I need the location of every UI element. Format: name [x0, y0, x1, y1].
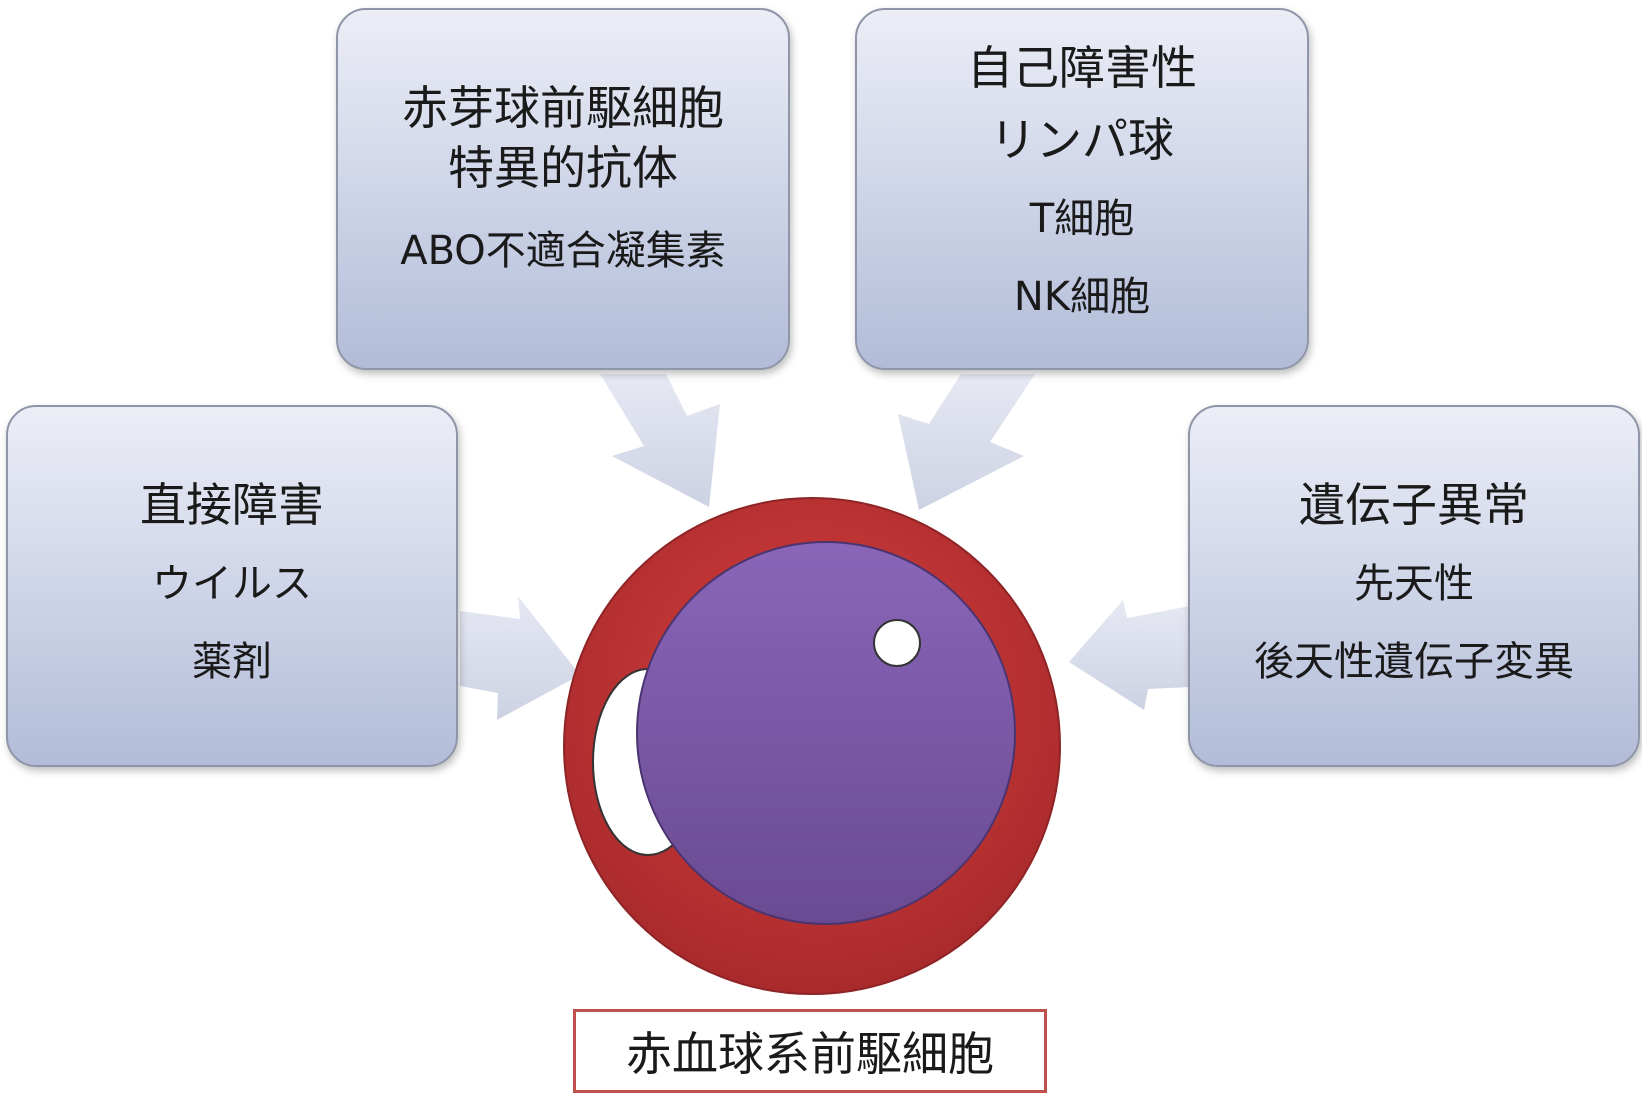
- box-direct-damage-item-1: ウイルス: [152, 561, 312, 607]
- box-direct-damage-content: 直接障害 ウイルス 薬剤: [140, 465, 324, 701]
- arrow-right: [1069, 600, 1190, 710]
- box-antibody-title-1: 赤芽球前駆細胞: [402, 81, 724, 135]
- box-genetic-item-1: 先天性: [1354, 561, 1474, 607]
- cell-label: 赤血球系前駆細胞: [573, 1009, 1047, 1093]
- box-direct-damage: 直接障害 ウイルス 薬剤: [6, 405, 458, 767]
- arrow-top-right: [898, 374, 1035, 510]
- box-genetic-item-2: 後天性遺伝子変異: [1254, 639, 1574, 685]
- box-antibody-content: 赤芽球前駆細胞 特異的抗体 ABO不適合凝集素: [400, 78, 726, 290]
- nucleolus: [873, 619, 921, 667]
- box-genetic: 遺伝子異常 先天性 後天性遺伝子変異: [1188, 405, 1640, 767]
- box-antibody-item: ABO不適合凝集素: [400, 228, 726, 274]
- box-genetic-title: 遺伝子異常: [1299, 478, 1529, 532]
- box-antibody: 赤芽球前駆細胞 特異的抗体 ABO不適合凝集素: [336, 8, 790, 370]
- box-direct-damage-title: 直接障害: [140, 478, 324, 532]
- arrow-top-left: [600, 374, 720, 507]
- box-genetic-content: 遺伝子異常 先天性 後天性遺伝子変異: [1254, 465, 1574, 701]
- arrow-left: [460, 596, 580, 720]
- box-autoimmune-title-2: リンパ球: [990, 113, 1174, 167]
- box-autoimmune-item-1: T細胞: [1029, 196, 1135, 242]
- box-autoimmune: 自己障害性 リンパ球 T細胞 NK細胞: [855, 8, 1309, 370]
- box-autoimmune-title-1: 自己障害性: [967, 41, 1197, 95]
- nucleus: [636, 541, 1016, 925]
- box-autoimmune-item-2: NK細胞: [1013, 274, 1151, 320]
- box-direct-damage-item-2: 薬剤: [192, 639, 272, 685]
- box-autoimmune-content: 自己障害性 リンパ球 T細胞 NK細胞: [967, 36, 1197, 336]
- box-antibody-title-2: 特異的抗体: [448, 141, 678, 195]
